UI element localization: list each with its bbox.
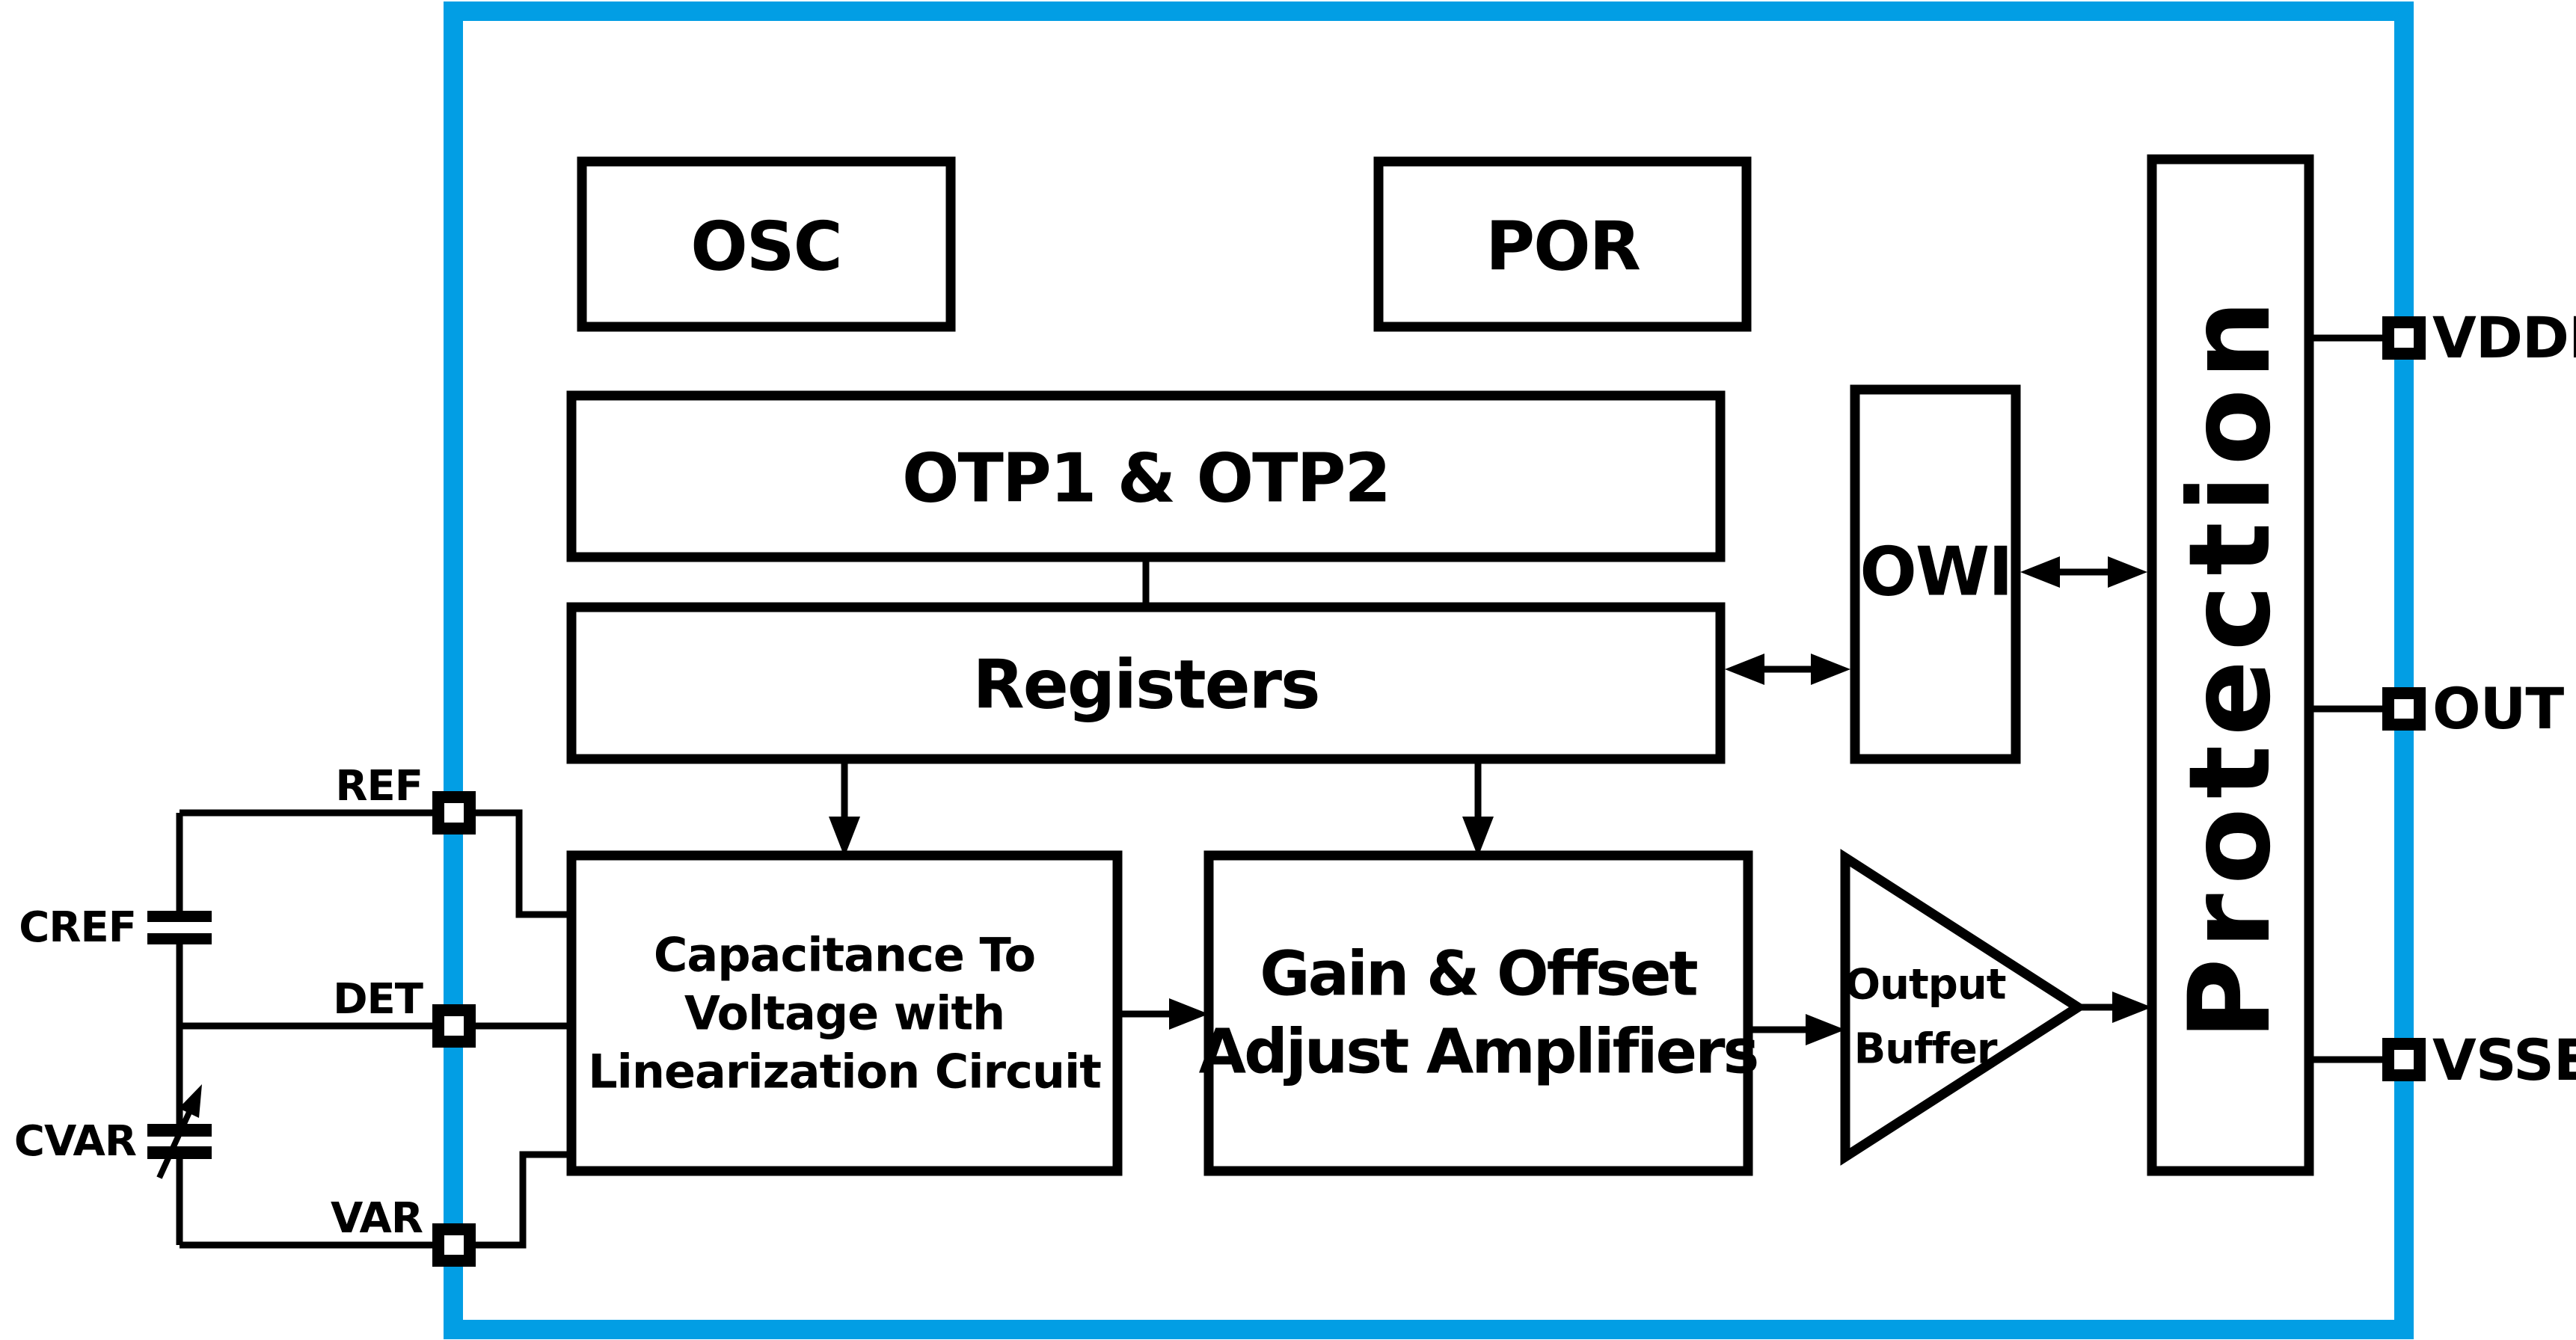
ref-pin-label: REF: [335, 762, 423, 811]
cref-capacitor: [147, 911, 212, 944]
gain-label-line1: Gain & Offset: [1260, 939, 1697, 1010]
cvar-capacitor: [147, 1084, 212, 1179]
c2v-label-line3: Linearization Circuit: [588, 1045, 1101, 1099]
gain-block: [1203, 850, 1753, 1176]
cref-label: CREF: [19, 903, 136, 952]
ref-pin: [432, 791, 476, 835]
gain-label-line2: Adjust Amplifiers: [1199, 1017, 1758, 1088]
vdde-pin: [2382, 316, 2426, 360]
arrow-c2v-to-gain: [1117, 998, 1209, 1030]
ref-wire: [180, 809, 571, 918]
arrow-registers-owi: [1725, 654, 1850, 685]
output-buffer-label-line2: Buffer: [1854, 1025, 1998, 1074]
arrow-owi-protection: [2020, 556, 2147, 588]
por-block: [1373, 156, 1752, 332]
output-buffer-label-line1: Output: [1845, 961, 2006, 1009]
otp-block: [566, 390, 1726, 562]
registers-label: Registers: [972, 646, 1319, 725]
det-pin: [432, 1004, 476, 1048]
var-pin: [432, 1223, 476, 1267]
otp-label: OTP1 & OTP2: [902, 440, 1390, 518]
cref-plate-bottom: [147, 933, 212, 944]
arrow-registers-to-c2v: [829, 759, 860, 857]
por-label: POR: [1485, 208, 1640, 286]
var-wire: [180, 1151, 571, 1249]
det-pin-label: DET: [333, 975, 423, 1024]
cref-plate-top: [147, 911, 212, 922]
vsse-pin: [2382, 1038, 2426, 1081]
cvar-variable-arrow-head: [179, 1084, 202, 1118]
cvar-plate-bottom: [147, 1146, 212, 1159]
protection-block: [2147, 154, 2314, 1176]
owi-label: OWI: [1859, 533, 2011, 612]
owi-block: [1850, 384, 2021, 764]
output-buffer-triangle: [1840, 849, 2088, 1166]
osc-label: OSC: [690, 208, 841, 286]
arrow-gain-to-buffer: [1748, 1014, 1845, 1045]
vdde-pin-label: VDDE: [2432, 304, 2576, 371]
out-pin: [2382, 687, 2426, 731]
cvar-label: CVAR: [14, 1117, 136, 1166]
registers-block: [566, 602, 1726, 764]
osc-block: [577, 156, 956, 332]
c2v-block: [566, 850, 1123, 1176]
arrow-registers-to-gain: [1462, 759, 1494, 857]
var-pin-label: VAR: [331, 1194, 423, 1243]
chip-border: [444, 1, 2414, 1339]
protection-label: Protection: [2165, 291, 2296, 1040]
c2v-label-line2: Voltage with: [684, 986, 1005, 1041]
cvar-variable-arrow-shaft: [156, 1107, 194, 1179]
out-pin-label: OUT: [2432, 675, 2564, 742]
c2v-label-line1: Capacitance To: [654, 928, 1035, 983]
arrow-buffer-to-protection: [2078, 992, 2152, 1023]
vsse-pin-label: VSSE: [2432, 1027, 2576, 1093]
